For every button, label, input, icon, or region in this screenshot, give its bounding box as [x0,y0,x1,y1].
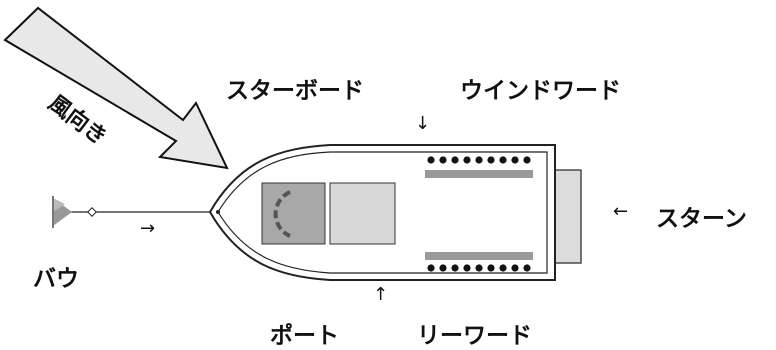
starboard-label: スターボード [226,78,364,104]
left-arrow-icon: ← [613,201,629,222]
fender-dot [487,156,495,164]
fender-dot [523,264,531,272]
fender-dot [427,264,435,272]
cabin-roof [329,182,396,245]
fender-dot [427,156,435,164]
wind-arrow [3,6,229,170]
fender-dot [511,156,519,164]
stern-label: スターン [656,206,747,232]
port-label: ポート [270,323,339,349]
starboard-fender-dots [427,156,531,164]
up-arrow-icon: ↑ [373,284,389,305]
fender-dot [523,156,531,164]
windward-label: ウインドワード [460,78,621,104]
bow-flag-dark [53,198,65,212]
helm-console [261,182,326,245]
fender-dot [475,156,483,164]
port-fender-dots [427,264,531,272]
fender-dot [439,156,447,164]
fender-dot [499,156,507,164]
bow-label: バウ [33,266,79,292]
steering-wheel-icon [273,190,291,238]
down-arrow-icon: ↓ [415,113,431,134]
fender-dot [487,264,495,272]
fender-dot [439,264,447,272]
right-arrow-icon: → [140,218,156,239]
rope-knot-icon [87,207,97,217]
fender-dot [511,264,519,272]
bow-point [216,210,220,214]
fender-dot [463,156,471,164]
hull-inner [217,151,548,274]
fender-dot [451,264,459,272]
port-deck-bar [425,252,533,260]
fender-dot [463,264,471,272]
leeward-label: リーワード [417,323,532,349]
flag-pole [52,196,54,228]
fender-dot [475,264,483,272]
starboard-deck-bar [425,170,533,178]
fender-dot [451,156,459,164]
fender-dot [499,264,507,272]
